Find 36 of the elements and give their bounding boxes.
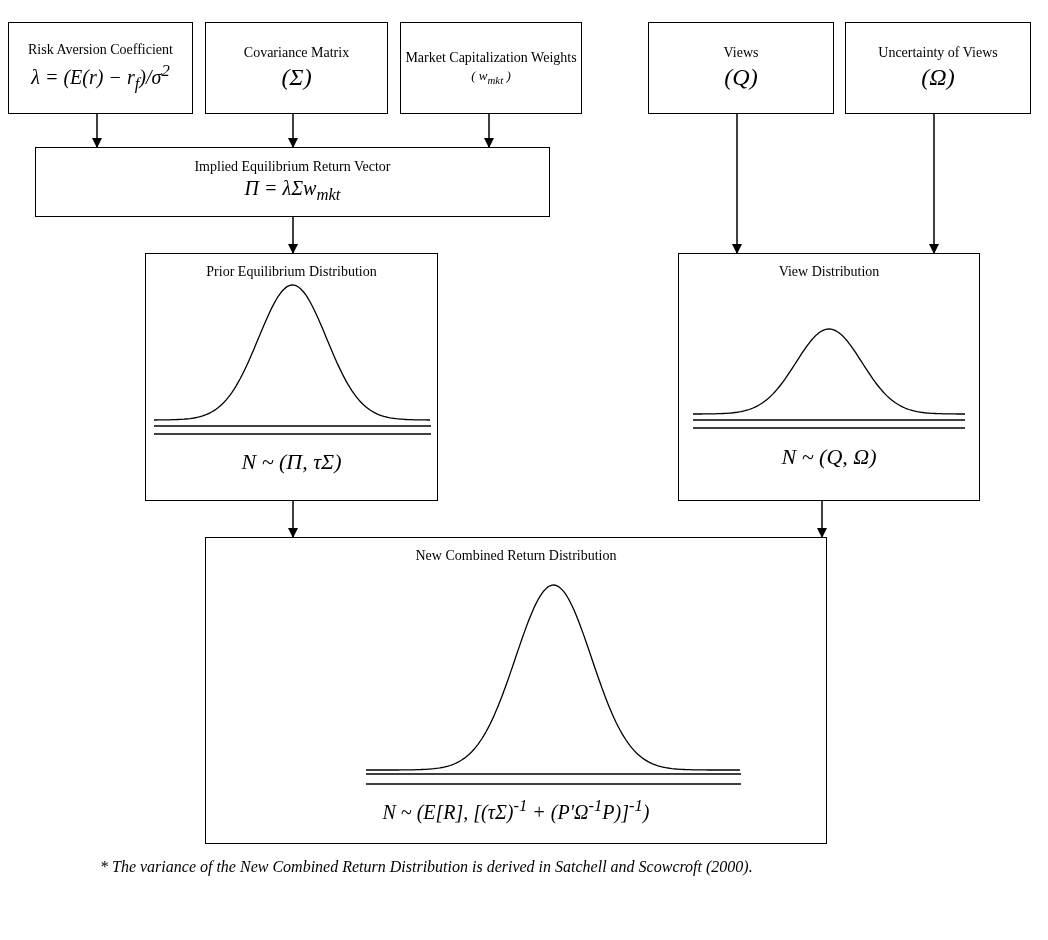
box-title: Views	[723, 45, 759, 61]
formula: N ~ (E[R], [(τΣ)$^{-1}$ + (P'Ω$^{-1}$P)]$^{-1}$)	[381, 796, 651, 824]
input-box	[648, 22, 834, 114]
arrow	[92, 113, 102, 148]
input-box	[400, 22, 582, 114]
input-box	[205, 22, 388, 114]
box-title: Implied Equilibrium Return Vector	[194, 158, 391, 175]
box-title: Market Capitalization Weights	[405, 50, 577, 66]
arrow	[817, 500, 827, 538]
input-box	[35, 147, 550, 217]
distribution-box	[678, 253, 980, 501]
box-title: Prior Equilibrium Distribution	[205, 264, 378, 280]
box-title: View Distribution	[777, 264, 881, 280]
formula: ( w$_{mkt}$ )	[471, 68, 511, 86]
input-box	[8, 22, 193, 114]
formula: (Ω)	[921, 63, 955, 91]
box-title: Risk Aversion Coefficient	[28, 42, 173, 58]
formula: Π = λΣw$_{mkt}$	[244, 177, 341, 206]
distribution-box	[145, 253, 438, 501]
box-title: Covariance Matrix	[243, 45, 350, 61]
arrow	[929, 113, 939, 254]
formula: (Q)	[724, 63, 758, 91]
arrow	[288, 500, 298, 538]
arrow	[288, 216, 298, 254]
box-title: Uncertainty of Views	[878, 45, 998, 61]
box-title: New Combined Return Distribution	[414, 548, 618, 564]
formula: λ = (E(r) − r$_{f}$)/σ$^{2}$	[31, 60, 170, 94]
formula: N ~ (Q, Ω)	[780, 444, 878, 470]
footnote: * The variance of the New Combined Return Distribution is derived in Satchell and Scowcroft (2000).	[100, 858, 753, 876]
arrow	[288, 113, 298, 148]
arrow	[484, 113, 494, 148]
formula: N ~ (Π, τΣ)	[240, 449, 343, 475]
input-box	[845, 22, 1031, 114]
distribution-box	[205, 537, 827, 844]
arrow	[732, 113, 742, 254]
formula: (Σ)	[281, 63, 312, 91]
